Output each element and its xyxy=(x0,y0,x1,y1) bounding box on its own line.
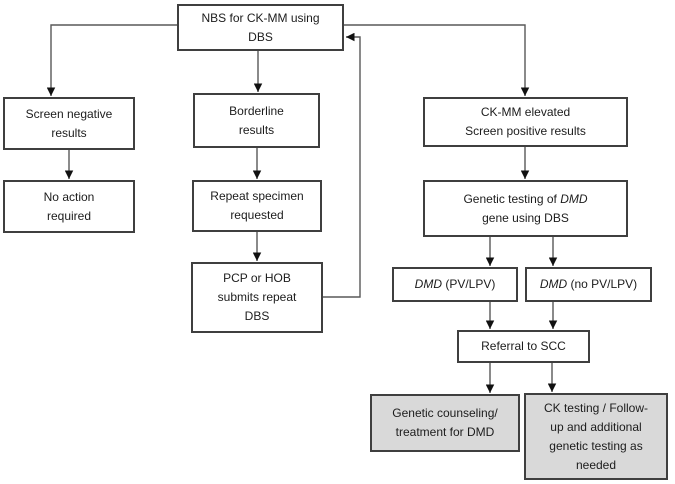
dmd-gene-name: DMD xyxy=(539,277,568,291)
box-text-line: DMD (PV/LPV) xyxy=(415,275,496,294)
dmd-gene-name: DMD xyxy=(560,191,588,206)
box-text-line: Referral to SCC xyxy=(481,339,566,353)
box-text-line: gene using DBS xyxy=(482,210,569,225)
box-text-line: Genetic testing of DMD xyxy=(463,190,587,209)
box-text: (PV/LPV) xyxy=(441,277,496,291)
genetic-counseling-box: Genetic counseling/ treatment for DMD xyxy=(370,394,520,452)
connector-nbs-to-screen-negative xyxy=(46,24,177,96)
pcp-hob-box: PCP or HOB submits repeat DBS xyxy=(191,262,323,333)
box-text-line: Repeat specimen xyxy=(210,189,304,203)
box-text: (no PV/LPV) xyxy=(567,277,638,291)
repeat-specimen-box: Repeat specimen requested xyxy=(192,180,322,232)
box-text-line: Screen negative xyxy=(25,106,113,121)
box-text-line: submits repeat xyxy=(217,290,297,304)
box-text-line: DBS xyxy=(244,309,270,323)
borderline-box: Borderline results xyxy=(193,93,320,148)
box-text-line: CK testing / Follow- xyxy=(543,400,649,415)
genetic-testing-box: Genetic testing of DMD gene using DBS xyxy=(423,180,628,237)
connector-nbs-to-ckmm-elevated xyxy=(344,24,530,96)
box-text-line: No action xyxy=(43,189,95,204)
box-text-line: Borderline xyxy=(229,103,284,118)
box-text-line: Screen positive results xyxy=(465,124,586,138)
dmd-gene-name: DMD xyxy=(414,277,442,291)
box-text-line: results xyxy=(238,122,275,137)
box-text-line: results xyxy=(51,125,87,140)
ck-testing-followup-box: CK testing / Follow- up and additional g… xyxy=(524,393,668,480)
no-action-box: No action required xyxy=(3,180,135,233)
referral-scc-box: Referral to SCC xyxy=(457,330,590,363)
screen-negative-box: Screen negative results xyxy=(3,97,135,150)
dmd-no-pv-lpv-box: DMD (no PV/LPV) xyxy=(525,267,652,302)
box-text-line: treatment for DMD xyxy=(395,425,495,439)
box-text-line: requested xyxy=(230,208,284,222)
box-text-line: Genetic counseling/ xyxy=(392,406,498,420)
box-text-line: PCP or HOB xyxy=(223,271,291,285)
ckmm-elevated-box: CK-MM elevated Screen positive results xyxy=(423,97,628,147)
box-text-line: required xyxy=(46,208,92,223)
box-text: Genetic testing of xyxy=(463,191,561,206)
box-text-line: DBS xyxy=(248,29,273,44)
dmd-pv-lpv-box: DMD (PV/LPV) xyxy=(392,267,518,302)
box-text-line: needed xyxy=(575,457,617,472)
box-text-line: CK-MM elevated xyxy=(480,105,571,119)
box-text-line: up and additional xyxy=(550,419,642,434)
nbs-box: NBS for CK-MM using DBS xyxy=(177,4,344,51)
connector-pcp-feedback-to-nbs xyxy=(323,32,361,298)
box-text-line: DMD (no PV/LPV) xyxy=(540,275,637,294)
box-text-line: NBS for CK-MM using xyxy=(201,10,320,25)
box-text-line: genetic testing as xyxy=(549,438,643,453)
